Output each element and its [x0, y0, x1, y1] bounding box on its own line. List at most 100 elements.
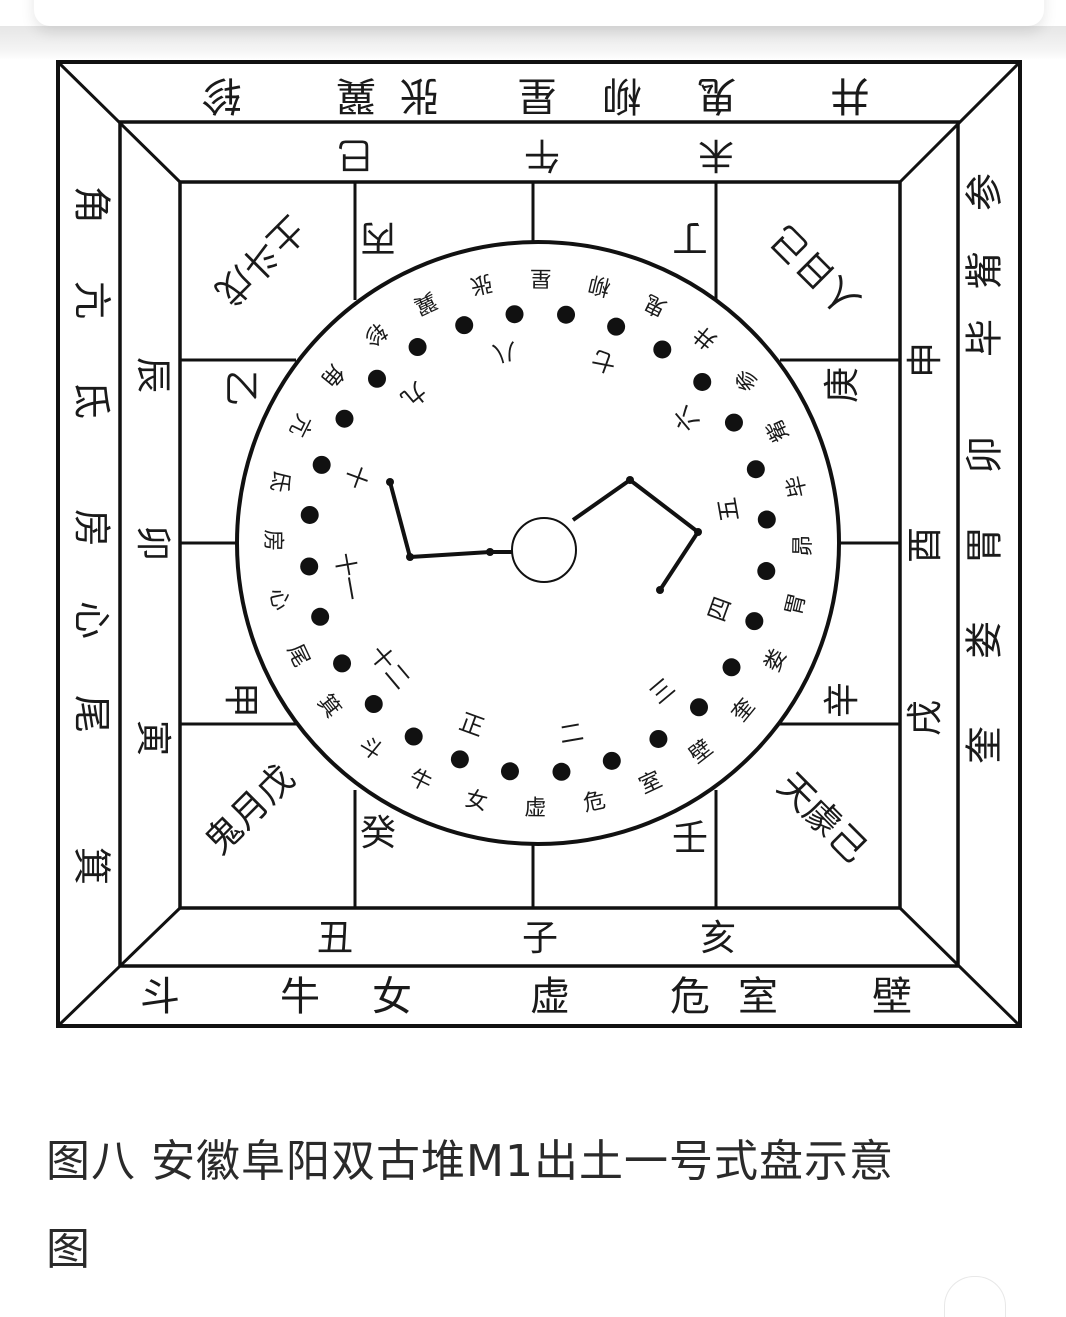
disc-month-label: 四: [703, 593, 738, 625]
disc-dot: [367, 369, 386, 388]
disc-dot: [311, 607, 330, 626]
previous-card-edge: [34, 0, 1044, 26]
stem-label: 丁: [672, 217, 708, 258]
disc-dot: [552, 762, 571, 781]
caption-line-1: 图八 安徽阜阳双古堆M1出土一号式盘示意: [46, 1136, 894, 1187]
disc-mansion-label: 斗: [354, 732, 387, 765]
branch-left-label: 辰: [132, 357, 173, 393]
branch-left-label: 寅: [132, 720, 173, 756]
disc-mansion-label: 轸: [358, 317, 391, 350]
outer-right-label: 觜: [963, 251, 1007, 289]
disc-month-label: 七: [588, 344, 620, 379]
disc-dot: [745, 612, 764, 631]
disc-dot: [500, 762, 519, 781]
outer-top-label: 翼: [336, 72, 376, 118]
outer-bottom-label: 牛: [280, 974, 320, 1020]
corner-label-top-left: 土斗戊: [207, 207, 312, 312]
disc-mansion-label: 井: [689, 320, 722, 353]
disc-dot: [300, 505, 319, 524]
stem-label: 丙: [360, 217, 396, 258]
outer-bottom-label: 斗: [140, 974, 180, 1020]
disc-mansion-label: 壁: [685, 736, 718, 769]
branch-top-label: 未: [698, 134, 734, 175]
corner-label-bottom-right: 天豦己: [769, 766, 874, 871]
disc-mansion-label: 奎: [727, 694, 760, 727]
disc-dot: [404, 727, 423, 746]
outer-bottom-label: 室: [738, 974, 778, 1020]
branch-bottom-label: 亥: [700, 918, 736, 959]
disc-dot: [364, 695, 383, 714]
disc-mansion-label: 昴: [791, 535, 816, 557]
disc-month-label: 十: [339, 461, 374, 493]
disc-dot: [455, 316, 474, 335]
disc-month-label: 十二: [364, 640, 416, 695]
disc-dot: [746, 460, 765, 479]
outer-top-label: 张: [400, 72, 440, 118]
disc-dot: [557, 305, 576, 324]
branch-top-label: 巳: [337, 134, 373, 175]
branch-bottom-label: 丑: [317, 918, 353, 959]
disc-mansion-label: 房: [260, 529, 285, 551]
shipan-diagram: 轸 翼 张 星 柳 鬼 井 角 亢 氐 房 心 尾 箕 参 觜 毕 卯 胃 娄 …: [56, 60, 1022, 1028]
branch-top-label: 午: [524, 134, 560, 175]
branch-left-label: 卯: [132, 525, 173, 561]
corner-label-bottom-left: 鬼月戊: [198, 758, 303, 863]
outer-right-label: 毕: [963, 319, 1007, 357]
disc-month-label: 二: [557, 718, 585, 750]
disc-mansion-label: 觜: [762, 415, 794, 446]
disc-month-label: 九: [395, 376, 431, 413]
outer-right-label: 娄: [963, 621, 1007, 659]
branch-right-label: 酉: [905, 527, 946, 563]
outer-top-label: 星: [517, 72, 557, 118]
corner-label-top-right: 人日己: [764, 217, 869, 322]
disc-mansion-label: 张: [468, 269, 495, 298]
branch-bottom-label: 子: [522, 918, 558, 959]
disc-dot: [757, 510, 776, 529]
outer-left-label: 角: [70, 186, 114, 224]
outer-top-label: 轸: [202, 72, 242, 118]
disc-mansion-label: 危: [581, 788, 608, 817]
disc-dot: [505, 305, 524, 324]
branch-right-label: 戌: [905, 700, 946, 736]
disc-mansion-label: 氐: [265, 468, 294, 495]
disc-mansion-label: 星: [530, 265, 552, 290]
disc-mansion-label: 毕: [783, 473, 812, 500]
outer-right-label: 参: [963, 173, 1007, 211]
disc-mansion-label: 心: [264, 586, 293, 613]
disc-dot: [602, 751, 621, 770]
outer-top-label: 井: [830, 72, 870, 118]
disc-dot: [335, 409, 354, 428]
disc-dot: [757, 562, 776, 581]
outer-bottom-label: 危: [670, 974, 710, 1020]
caption-line-2: 图: [46, 1224, 91, 1275]
outer-bottom-label: 壁: [872, 974, 912, 1020]
outer-top-label: 鬼: [697, 72, 737, 118]
disc-dot: [312, 455, 331, 474]
outer-left-label: 房: [70, 509, 114, 547]
disc-mansion-label: 箕: [312, 690, 345, 723]
disc-dot: [300, 557, 319, 576]
disc-month-label: 三: [644, 673, 680, 710]
disc-month-label: 五: [713, 495, 745, 523]
disc-dot: [408, 338, 427, 357]
disc-dot: [653, 340, 672, 359]
disc-mansion-label: 柳: [586, 270, 613, 299]
disc-dot: [724, 413, 743, 432]
disc-month-label: 正: [456, 708, 488, 743]
disc-mansion-label: 虚: [524, 796, 546, 821]
disc-mansion-label: 室: [636, 767, 667, 799]
disc-mansion-label: 鬼: [640, 289, 671, 321]
disc-mansion-label: 娄: [760, 645, 792, 676]
stem-label: 癸: [360, 813, 396, 854]
disc-dot: [690, 698, 709, 717]
disc-dot: [607, 317, 626, 336]
outer-top-label: 柳: [602, 72, 642, 118]
disc-month-label: 六: [668, 400, 705, 436]
disc-mansion-label: 参: [731, 363, 764, 396]
outer-right-label: 卯: [963, 436, 1007, 474]
disc-mansion-label: 尾: [282, 641, 314, 672]
disc-month-label: 八: [490, 337, 518, 369]
disc-mansion-label: 角: [315, 359, 348, 392]
outer-left-label: 箕: [70, 847, 114, 885]
outer-left-label: 亢: [70, 281, 114, 319]
